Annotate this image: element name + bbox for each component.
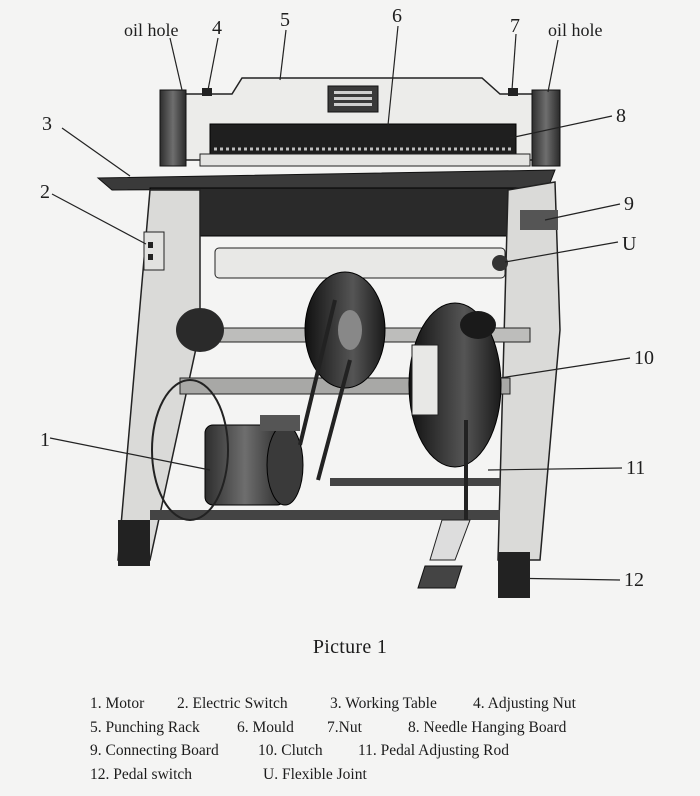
legend-item: 10. Clutch	[258, 742, 323, 759]
working-table	[96, 169, 556, 237]
parts-legend: 1. Motor 2. Electric Switch 3. Working T…	[90, 692, 690, 786]
legend-row: 12. Pedal switch U. Flexible Joint	[90, 763, 690, 787]
legend-item: 2. Electric Switch	[177, 695, 288, 712]
left-frame	[117, 189, 201, 566]
adjusting-nut	[202, 88, 212, 96]
connecting-board	[520, 210, 558, 230]
mould	[209, 123, 517, 155]
legend-row: 1. Motor 2. Electric Switch 3. Working T…	[90, 692, 690, 716]
legend-item: 4. Adjusting Nut	[473, 695, 576, 712]
legend-row: 5. Punching Rack 6. Mould 7.Nut 8. Needl…	[90, 716, 690, 740]
callout-u: U	[622, 233, 637, 255]
callout-4: 4	[212, 17, 222, 39]
machine-diagram: oil hole 4 5 6 7 oil hole 8 3 2 9 U 10 1…	[40, 5, 654, 598]
legend-item: 3. Working Table	[330, 695, 437, 712]
legend-item: 1. Motor	[90, 695, 145, 712]
callout-5: 5	[280, 9, 290, 31]
callout-11: 11	[626, 457, 645, 479]
legend-item: 5. Punching Rack	[90, 718, 200, 736]
legend-row: 9. Connecting Board 10. Clutch 11. Pedal…	[90, 739, 690, 763]
drive-belt	[298, 299, 352, 481]
legend-item: 11. Pedal Adjusting Rod	[358, 742, 509, 759]
electric-switch	[143, 231, 165, 271]
legend-item: U. Flexible Joint	[263, 765, 367, 783]
bottom-rail	[150, 478, 500, 520]
callout-6: 6	[392, 5, 402, 27]
callout-12: 12	[624, 569, 644, 591]
left-rack-post	[159, 89, 187, 167]
callout-1: 1	[40, 429, 50, 451]
callout-3: 3	[42, 113, 52, 135]
legend-item: 12. Pedal switch	[90, 765, 193, 783]
left-gear-cover	[151, 308, 229, 521]
figure-caption: Picture 1	[312, 636, 388, 658]
legend-item: 9. Connecting Board	[90, 742, 219, 759]
callout-oil-hole-left: oil hole	[124, 20, 179, 40]
legend-item: 8. Needle Hanging Board	[408, 718, 567, 736]
legend-item: 7.Nut	[327, 718, 362, 736]
motor	[204, 415, 304, 506]
nut	[508, 88, 518, 96]
callout-2: 2	[40, 181, 50, 203]
callout-10: 10	[634, 347, 654, 369]
right-frame	[497, 181, 561, 598]
pedal-switch	[417, 519, 471, 589]
callout-7: 7	[510, 15, 520, 37]
callout-oil-hole-right: oil hole	[548, 20, 603, 40]
callout-9: 9	[624, 193, 634, 215]
flywheel	[304, 271, 386, 389]
legend-item: 6. Mould	[237, 718, 294, 736]
flexible-joint	[214, 247, 508, 279]
needle-hanging-board	[199, 153, 531, 167]
leader-lines	[49, 25, 631, 581]
clutch	[408, 302, 502, 468]
callout-8: 8	[616, 105, 626, 127]
